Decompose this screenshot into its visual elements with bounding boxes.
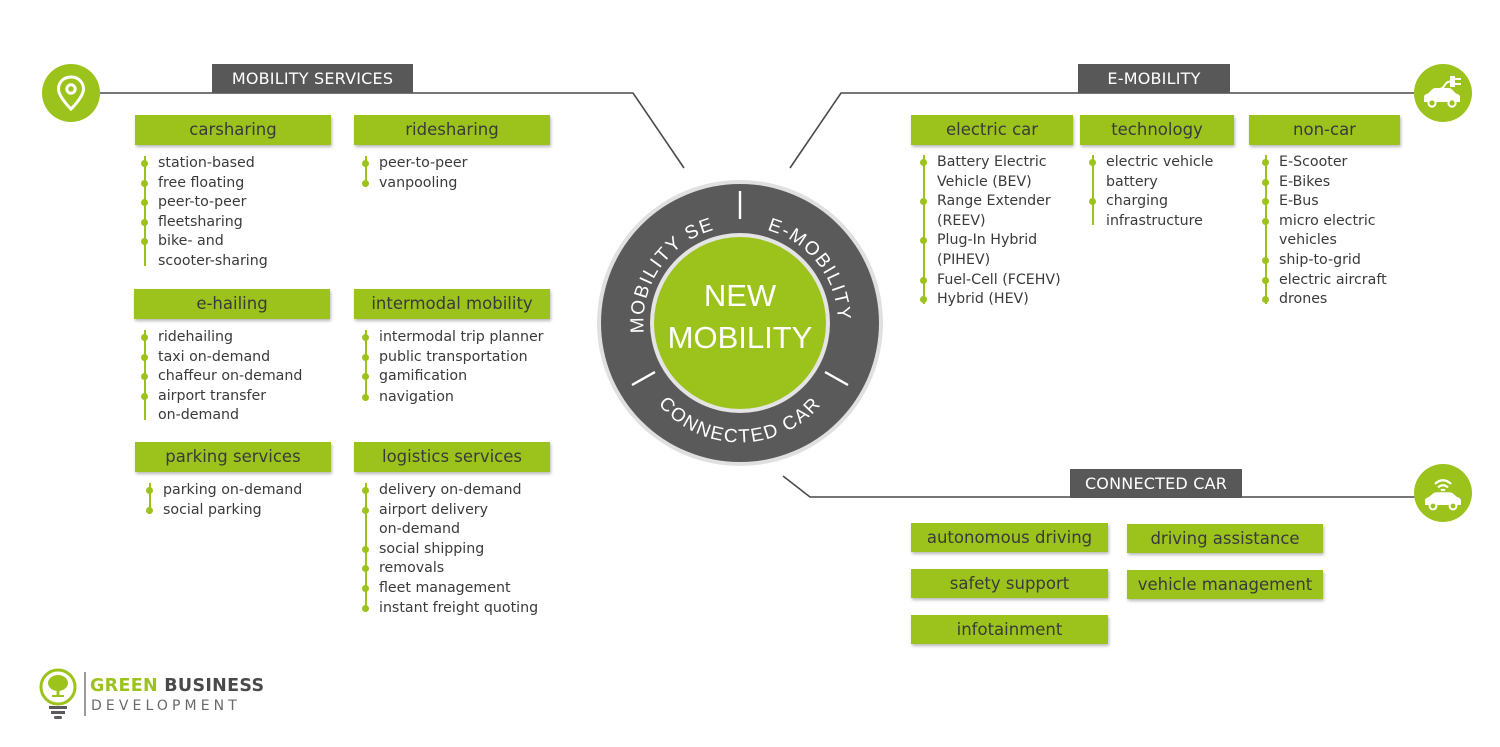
list-item: drones — [1262, 290, 1406, 310]
list-item: electric vehicle — [1089, 153, 1243, 173]
list-item: parking on-demand — [146, 481, 340, 501]
category-driving-assistance: driving assistance — [1127, 524, 1323, 553]
logo-green-word: GREEN — [90, 676, 158, 696]
logo-wordmark-line2: DEVELOPMENT — [91, 698, 241, 714]
center-title-line1: NEW — [704, 278, 777, 313]
list-item: Vehicle (BEV) — [937, 173, 1032, 190]
list-item: ridehailing — [141, 328, 335, 348]
list-item: gamification — [362, 367, 566, 387]
list-non-car: E-Scooter E-Bikes E-Bus micro electric v… — [1256, 153, 1406, 310]
tab-connected-car: CONNECTED CAR — [1070, 469, 1242, 498]
category-non-car: non-car — [1249, 115, 1400, 145]
list-item: taxi on-demand — [141, 348, 335, 368]
list-logistics-services: delivery on-demand airport delivery on-d… — [356, 481, 566, 618]
category-electric-car: electric car — [911, 115, 1073, 145]
list-item: Hybrid (HEV) — [920, 290, 1079, 310]
list-item: E-Scooter — [1262, 153, 1406, 173]
list-item: removals — [362, 559, 566, 579]
list-parking-services: parking on-demand social parking — [140, 481, 340, 520]
list-item: intermodal trip planner — [362, 328, 566, 348]
tab-e-mobility: E-MOBILITY — [1078, 64, 1230, 93]
category-carsharing: carsharing — [135, 115, 331, 145]
list-item: free floating — [141, 174, 335, 194]
category-ridesharing: ridesharing — [354, 115, 550, 145]
list-item: peer-to-peer — [362, 154, 556, 174]
logo-wordmark-line1: GREEN BUSINESS — [90, 676, 264, 696]
list-item: public transportation — [362, 348, 566, 368]
list-item: ship-to-grid — [1262, 251, 1406, 271]
location-pin-icon — [42, 64, 100, 122]
list-item: E-Bus — [1262, 192, 1406, 212]
category-vehicle-management: vehicle management — [1127, 570, 1323, 599]
list-item: vanpooling — [362, 174, 556, 194]
list-item: instant freight quoting — [362, 599, 566, 619]
category-infotainment: infotainment — [911, 615, 1108, 644]
list-item: Battery Electric — [920, 153, 1079, 173]
list-item: navigation — [362, 388, 566, 408]
list-item: social parking — [146, 501, 340, 521]
list-item: fleetsharing — [141, 213, 335, 233]
list-intermodal-mobility: intermodal trip planner public transport… — [356, 328, 566, 407]
category-intermodal-mobility: intermodal mobility — [354, 289, 550, 319]
connector-mobility-services — [100, 92, 685, 169]
list-item: bike- and — [141, 232, 335, 252]
list-item: scooter-sharing — [158, 252, 268, 269]
list-item: airport delivery — [362, 501, 566, 521]
category-parking-services: parking services — [135, 442, 331, 472]
logo-business-word: BUSINESS — [157, 676, 265, 696]
electric-car-plug-icon — [1414, 64, 1472, 122]
category-e-hailing: e-hailing — [134, 289, 330, 319]
list-item: Range Extender — [920, 192, 1079, 212]
list-item: social shipping — [362, 540, 566, 560]
list-item: on-demand — [379, 521, 461, 538]
list-item: fleet management — [362, 579, 566, 599]
category-technology: technology — [1080, 115, 1234, 145]
list-item: (PIHEV) — [937, 251, 991, 268]
list-technology: electric vehicle battery charging infras… — [1083, 153, 1243, 231]
list-item: airport transfer — [141, 387, 335, 407]
category-safety-support: safety support — [911, 569, 1108, 598]
lightbulb-tree-icon — [39, 668, 77, 719]
list-item: on-demand — [158, 407, 240, 424]
new-mobility-wheel: MOBILITY SERVICES E-MOBILITY CONNECTED C… — [595, 178, 883, 466]
list-item: E-Bikes — [1262, 173, 1406, 193]
list-item: (REEV) — [937, 212, 986, 229]
logo-divider — [84, 672, 86, 716]
list-item: Fuel-Cell (FCEHV) — [920, 271, 1079, 291]
list-item: delivery on-demand — [362, 481, 566, 501]
list-ridesharing: peer-to-peer vanpooling — [356, 154, 556, 193]
list-item: infrastructure — [1106, 212, 1203, 229]
list-item: chaffeur on-demand — [141, 367, 335, 387]
list-e-hailing: ridehailing taxi on-demand chaffeur on-d… — [135, 328, 335, 426]
list-item: battery — [1106, 173, 1158, 190]
list-item: electric aircraft — [1262, 271, 1406, 291]
category-logistics-services: logistics services — [354, 442, 550, 472]
list-item: charging — [1089, 192, 1243, 212]
category-autonomous-driving: autonomous driving — [911, 523, 1108, 552]
list-carsharing: station-based free floating peer-to-peer… — [135, 154, 335, 272]
connector-e-mobility — [789, 92, 1417, 169]
center-title-line2: MOBILITY — [668, 320, 813, 355]
list-item: micro electric — [1262, 212, 1406, 232]
list-item: Plug-In Hybrid — [920, 231, 1079, 251]
list-item: peer-to-peer — [141, 193, 335, 213]
connected-car-wifi-icon — [1414, 464, 1472, 522]
tab-mobility-services: MOBILITY SERVICES — [212, 64, 413, 93]
list-item: station-based — [141, 154, 335, 174]
list-item: vehicles — [1279, 232, 1337, 249]
list-electric-car: Battery Electric Vehicle (BEV) Range Ext… — [914, 153, 1079, 310]
